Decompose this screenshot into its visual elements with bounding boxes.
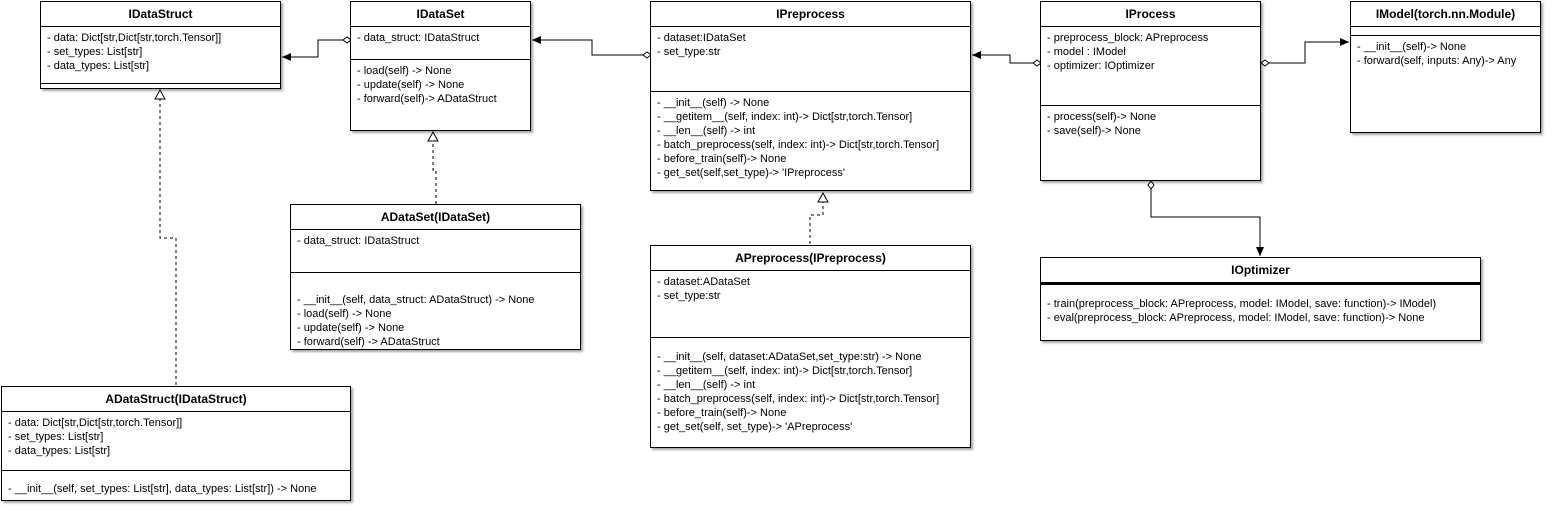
member-line: - set_type:str: [657, 290, 721, 302]
member-line: - __init__(self, dataset:ADataSet,set_ty…: [657, 351, 922, 363]
aggregation-diamond: [1260, 59, 1270, 67]
class-name: ADataSet(IDataSet): [291, 205, 580, 230]
class-name: IModel(torch.nn.Module): [1351, 2, 1540, 27]
attributes-section: - data_struct: IDataStruct: [291, 230, 580, 272]
member-line: - process(self)-> None: [1047, 111, 1157, 123]
methods-section: - __init__(self)-> None - forward(self, i…: [1351, 35, 1540, 133]
attributes-section: - data: Dict[str,Dict[str,torch.Tensor]]…: [2, 412, 350, 470]
methods-section: - train(preprocess_block: APreprocess, m…: [1041, 283, 1480, 341]
class-ioptimizer[interactable]: IOptimizer - train(preprocess_block: APr…: [1040, 257, 1481, 341]
member-line: - load(self) -> None: [297, 308, 392, 320]
class-adatastruct[interactable]: ADataStruct(IDataStruct) - data: Dict[st…: [1, 386, 351, 501]
member-line: - data: Dict[str,Dict[str,torch.Tensor]]: [47, 32, 222, 44]
methods-section: - load(self) -> None - update(self) -> No…: [351, 59, 530, 131]
realization-adatastruct-idatastruct: [154, 88, 177, 385]
member-line: - set_types: List[str]: [47, 46, 143, 58]
member-line: - set_type:str: [657, 46, 721, 58]
aggregation-diamond: [342, 36, 352, 44]
member-line: - data_struct: IDataStruct: [297, 235, 420, 247]
class-apreprocess[interactable]: APreprocess(IPreprocess) - dataset:AData…: [650, 245, 971, 448]
member-line: - __init__(self, data_struct: ADataStruc…: [297, 294, 535, 306]
class-name: IPreprocess: [651, 2, 970, 27]
association-iprocess-imodel: [1260, 38, 1349, 67]
aggregation-diamond: [642, 51, 652, 59]
member-line: - data_types: List[str]: [8, 445, 111, 457]
class-name: IOptimizer: [1041, 258, 1480, 283]
member-line: - before_train(self)-> None: [657, 407, 787, 419]
member-line: - batch_preprocess(self, index: int)-> D…: [657, 139, 940, 151]
class-name: ADataStruct(IDataStruct): [2, 387, 350, 412]
methods-section: - process(self)-> None - save(self)-> Non…: [1041, 105, 1260, 181]
member-line: - dataset:IDataSet: [657, 32, 746, 44]
class-name: IDataStruct: [41, 2, 280, 27]
member-line: - update(self) -> None: [357, 79, 465, 91]
class-imodel[interactable]: IModel(torch.nn.Module) - __init__(self)…: [1350, 1, 1541, 133]
member-line: - preprocess_block: APreprocess: [1047, 32, 1209, 44]
class-adataset[interactable]: ADataSet(IDataSet) - data_struct: IDataS…: [290, 204, 581, 350]
member-line: - forward(self, inputs: Any)-> Any: [1357, 55, 1517, 67]
member-line: - set_types: List[str]: [8, 431, 104, 443]
member-line: - model : IModel: [1047, 46, 1126, 58]
member-line: - forward(self)-> ADataStruct: [357, 93, 497, 105]
member-line: - __len__(self) -> int: [657, 379, 756, 391]
attributes-section: - preprocess_block: APreprocess - model :…: [1041, 27, 1260, 105]
member-line: - before_train(self)-> None: [657, 153, 787, 165]
association-ipreprocess-idataset: [532, 36, 652, 59]
association-iprocess-ipreprocess: [972, 51, 1042, 67]
member-line: - __getitem__(self, index: int)-> Dict[s…: [657, 365, 913, 377]
member-line: - __init__(self) -> None: [657, 97, 770, 109]
member-line: - __len__(self) -> int: [657, 125, 756, 137]
member-line: - get_set(self, set_type)-> 'APreprocess…: [657, 421, 853, 433]
methods-section: - __init__(self, dataset:ADataSet,set_ty…: [651, 337, 970, 448]
attributes-section: - data_struct: IDataStruct: [351, 27, 530, 59]
attributes-section: [1351, 27, 1540, 35]
aggregation-diamond: [1147, 180, 1155, 190]
class-idatastruct[interactable]: IDataStruct - data: Dict[str,Dict[str,to…: [40, 1, 281, 89]
methods-section: [41, 83, 280, 89]
class-ipreprocess[interactable]: IPreprocess - dataset:IDataSet - set_type…: [650, 1, 971, 191]
methods-section: - __init__(self) -> None - __getitem__(se…: [651, 91, 970, 191]
member-line: - get_set(self,set_type)-> 'IPreprocess': [657, 167, 845, 179]
class-idataset[interactable]: IDataSet - data_struct: IDataStruct - lo…: [350, 1, 531, 131]
member-line: - save(self)-> None: [1047, 125, 1141, 137]
member-line: - forward(self) -> ADataStruct: [297, 336, 440, 348]
class-name: APreprocess(IPreprocess): [651, 246, 970, 271]
attributes-section: - dataset:IDataSet - set_type:str: [651, 27, 970, 91]
attributes-section: - data: Dict[str,Dict[str,torch.Tensor]]…: [41, 27, 280, 83]
member-line: - load(self) -> None: [357, 65, 452, 77]
member-line: - optimizer: IOptimizer: [1047, 60, 1155, 72]
member-line: - __init__(self)-> None: [1357, 41, 1467, 53]
member-line: - __init__(self, set_types: List[str], d…: [8, 483, 317, 495]
member-line: - dataset:ADataSet: [657, 276, 750, 288]
member-line: - update(self) -> None: [297, 322, 405, 334]
realization-adataset-idataset: [427, 130, 439, 204]
member-line: - batch_preprocess(self, index: int)-> D…: [657, 393, 940, 405]
methods-section: - __init__(self, set_types: List[str], d…: [2, 470, 350, 502]
member-line: - data: Dict[str,Dict[str,torch.Tensor]]: [8, 417, 183, 429]
realization-apreprocess-ipreprocess: [809, 191, 829, 244]
member-line: - __getitem__(self, index: int)-> Dict[s…: [657, 111, 913, 123]
class-name: IProcess: [1041, 2, 1260, 27]
member-line: - data_types: List[str]: [47, 60, 150, 72]
aggregation-diamond: [1032, 59, 1042, 67]
attributes-section: - dataset:ADataSet - set_type:str: [651, 271, 970, 337]
class-iprocess[interactable]: IProcess - preprocess_block: APreprocess…: [1040, 1, 1261, 181]
member-line: - eval(preprocess_block: APreprocess, mo…: [1047, 312, 1425, 324]
association-iprocess-ioptimizer: [1147, 180, 1264, 256]
class-name: IDataSet: [351, 2, 530, 27]
association-idataset-idatastruct: [282, 36, 352, 61]
member-line: - train(preprocess_block: APreprocess, m…: [1047, 298, 1437, 310]
member-line: - data_struct: IDataStruct: [357, 32, 480, 44]
methods-section: - __init__(self, data_struct: ADataStruc…: [291, 272, 580, 350]
